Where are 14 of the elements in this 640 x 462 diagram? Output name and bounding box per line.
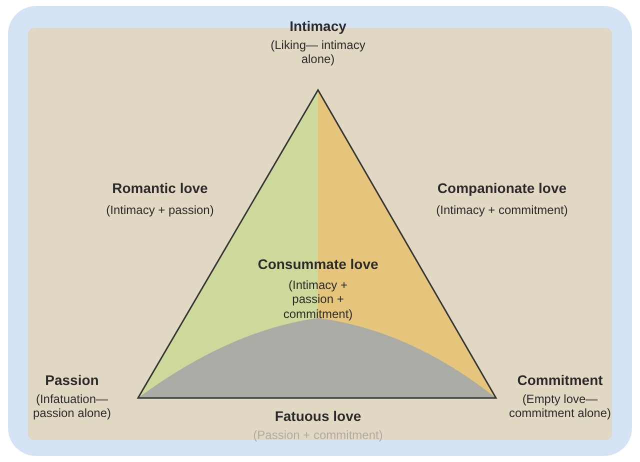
side-description: (Intimacy + commitment) xyxy=(435,203,569,218)
side-label: Fatuous love xyxy=(274,408,362,425)
vertex-label: Intimacy xyxy=(288,18,348,35)
vertex-description: (Liking— intimacy alone) xyxy=(270,38,366,67)
side-description: (Intimacy + passion) xyxy=(105,203,215,218)
center-description: (Intimacy + passion + commitment) xyxy=(282,278,354,322)
vertex-label: Commitment xyxy=(516,372,604,389)
side-label: Companionate love xyxy=(436,180,568,197)
vertex-description: (Empty love— commitment alone) xyxy=(508,392,612,421)
vertex-label: Passion xyxy=(44,372,100,389)
side-description: (Passion + commitment) xyxy=(252,428,384,442)
center-label: Consummate love xyxy=(256,256,380,273)
side-label: Romantic love xyxy=(111,180,209,197)
vertex-description: (Infatuation— passion alone) xyxy=(32,392,112,421)
